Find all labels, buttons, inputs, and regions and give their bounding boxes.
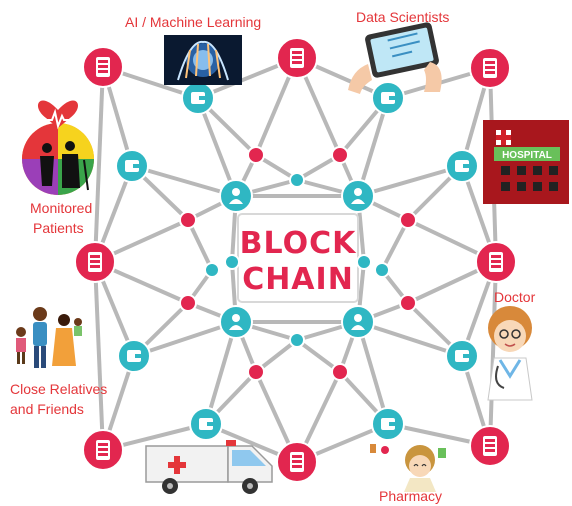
relay-dot-teal [204, 262, 220, 278]
network-edge [356, 321, 390, 425]
relay-dot-teal [224, 254, 240, 270]
network-edge [93, 66, 105, 263]
wallet-node [189, 407, 223, 441]
wallet-icon [455, 350, 469, 362]
wallet-node [371, 407, 405, 441]
network-edge [488, 261, 498, 447]
relay-dot-red [399, 211, 417, 229]
hospital-building-icon: HOSPITAL [483, 120, 569, 204]
user-icon [229, 188, 243, 204]
server-icon [483, 58, 497, 78]
relay-dot-red [331, 363, 349, 381]
network-edge [357, 320, 463, 358]
server-icon [290, 48, 304, 68]
user-icon [351, 314, 365, 330]
relay-dot-red [179, 294, 197, 312]
label-and-friends: and Friends [10, 401, 84, 417]
wallet-node [181, 81, 215, 115]
server-node [82, 429, 124, 471]
network-edge [204, 321, 238, 425]
server-icon [290, 452, 304, 472]
server-node [475, 241, 517, 283]
user-icon [229, 314, 243, 330]
relay-dot-red [247, 146, 265, 164]
server-icon [88, 252, 102, 272]
user-icon [351, 188, 365, 204]
relay-dot-teal [374, 262, 390, 278]
wallet-icon [455, 160, 469, 172]
label-pharmacy: Pharmacy [379, 488, 443, 504]
server-node [276, 37, 318, 79]
blockchain-title-line2: CHAIN [242, 262, 354, 297]
hospital-sign-text: HOSPITAL [502, 150, 552, 161]
server-icon [489, 252, 503, 272]
ai-brain-hand-icon [164, 35, 242, 85]
network-nodes [74, 37, 517, 483]
family-icon [16, 307, 82, 368]
tablet-hand-icon [348, 22, 442, 94]
user-node [341, 305, 375, 339]
label-doctor: Doctor [494, 289, 536, 305]
relay-dot-red [331, 146, 349, 164]
wallet-node [117, 339, 151, 373]
network-edge [186, 219, 214, 271]
elderly-couple-icon [22, 100, 94, 195]
user-node [219, 305, 253, 339]
relay-dot-red [179, 211, 197, 229]
blockchain-title-line1: BLOCK [239, 226, 357, 261]
wallet-icon [191, 92, 205, 104]
label-monitored: Monitored [30, 200, 93, 216]
relay-dot-teal [356, 254, 372, 270]
blockchain-title: BLOCK CHAIN [238, 226, 358, 298]
server-node [74, 241, 116, 283]
network-edge [380, 219, 410, 271]
wallet-node [445, 339, 479, 373]
pharmacist-icon [370, 444, 446, 492]
label-data-scientists: Data Scientists [356, 9, 450, 25]
relay-dot-red [399, 294, 417, 312]
server-node [469, 47, 511, 89]
label-close-relatives: Close Relatives [10, 381, 108, 397]
network-edge [356, 97, 390, 197]
wallet-node [445, 149, 479, 183]
wallet-icon [127, 350, 141, 362]
wallet-node [115, 149, 149, 183]
wallet-icon [199, 418, 213, 430]
relay-dot-teal [289, 332, 305, 348]
network-edge [133, 320, 237, 358]
network-edge [357, 164, 463, 198]
server-icon [96, 57, 110, 77]
ambulance-icon [145, 440, 273, 494]
doctor-icon [487, 306, 533, 401]
server-node [469, 425, 511, 467]
server-node [82, 46, 124, 88]
wallet-node [371, 81, 405, 115]
user-node [219, 179, 253, 213]
label-ai-machine-learning: AI / Machine Learning [125, 14, 262, 30]
server-icon [96, 440, 110, 460]
server-icon [483, 436, 497, 456]
wallet-icon [381, 418, 395, 430]
network-edge [131, 164, 237, 198]
network-edge [196, 97, 238, 197]
network-edge [93, 261, 105, 451]
label-patients: Patients [33, 220, 84, 236]
wallet-icon [381, 92, 395, 104]
relay-dot-teal [289, 172, 305, 188]
relay-dot-red [247, 363, 265, 381]
wallet-icon [125, 160, 139, 172]
server-node [276, 441, 318, 483]
user-node [341, 179, 375, 213]
